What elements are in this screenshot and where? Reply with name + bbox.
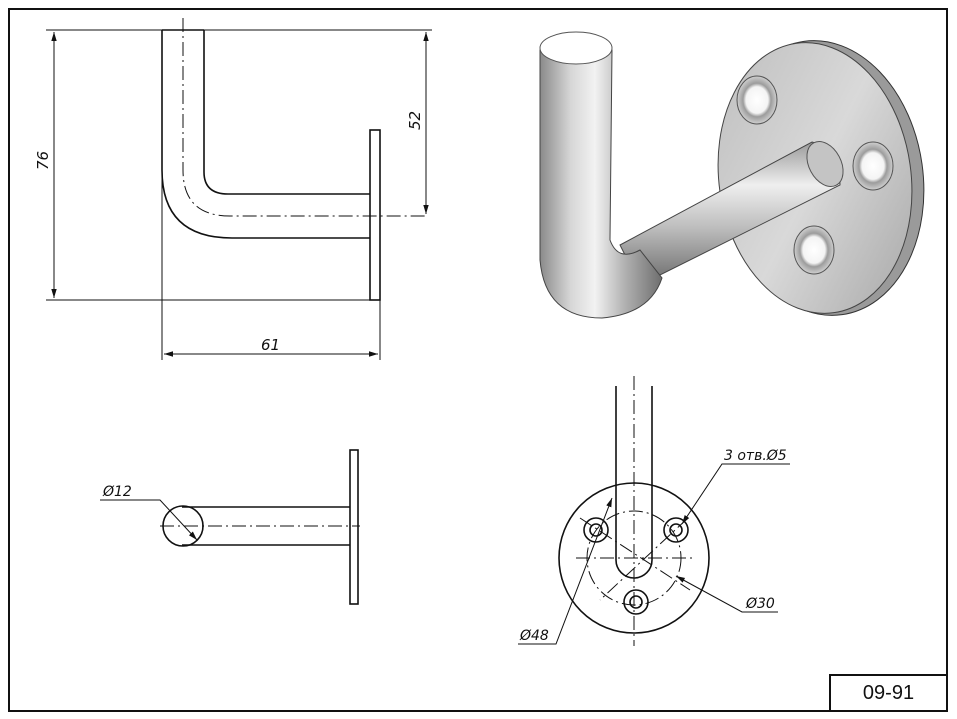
drawing-code: 09-91 <box>829 674 946 710</box>
isometric-render <box>539 31 925 319</box>
dim-bolt-circle: Ø30 <box>745 596 775 612</box>
dim-tube-diameter: Ø12 <box>102 484 132 500</box>
dim-76: 76 <box>34 151 52 170</box>
dim-61: 61 <box>261 336 280 354</box>
front-view <box>46 18 432 360</box>
top-view <box>100 449 360 605</box>
sheet-border <box>8 8 948 712</box>
dim-holes: 3 отв.Ø5 <box>724 448 787 464</box>
dim-52: 52 <box>406 111 424 130</box>
flange-view <box>518 376 790 646</box>
dim-flange-diameter: Ø48 <box>519 628 549 644</box>
